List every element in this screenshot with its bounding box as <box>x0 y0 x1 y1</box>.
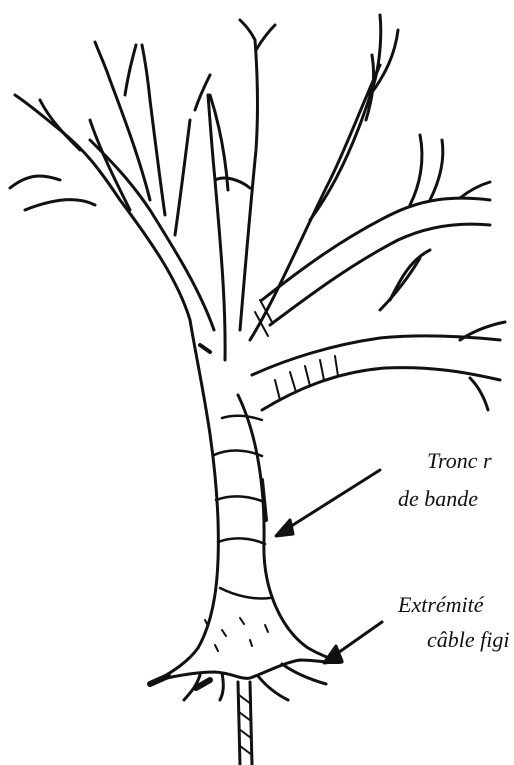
arrow-cable-head <box>324 646 342 663</box>
right-limb-bottom <box>262 368 500 410</box>
trunk-annotation-line-2: de bande <box>398 486 478 512</box>
main-branch-right <box>250 65 380 340</box>
bark-mark-3 <box>205 618 268 651</box>
right-twig-1 <box>410 135 422 205</box>
tape-band-1 <box>222 416 262 420</box>
left-twig-11 <box>175 120 190 235</box>
left-twig-4 <box>25 200 95 210</box>
left-twig-2 <box>40 100 80 150</box>
trunk-left-edge <box>158 320 218 680</box>
root-4 <box>282 664 326 684</box>
right-twig-3 <box>460 182 490 198</box>
center-twig-1 <box>240 20 255 40</box>
left-twig-3 <box>10 176 60 188</box>
tape-band-2 <box>214 451 262 456</box>
root-tip-left <box>150 676 168 684</box>
left-twig-1 <box>15 95 60 130</box>
right-twig-2 <box>430 140 443 200</box>
tape-band-5 <box>220 588 270 599</box>
arrow-trunk-line <box>285 470 380 530</box>
root-2 <box>220 673 223 700</box>
left-twig-10 <box>142 45 150 100</box>
right-twig-7 <box>470 378 488 410</box>
main-branch-center-2 <box>240 40 257 330</box>
left-twig-7 <box>95 42 110 80</box>
bark-mark-1 <box>200 345 210 352</box>
center-twig-3 <box>215 178 250 188</box>
upper-right-branch <box>310 15 381 220</box>
arrow-trunk-head <box>276 520 293 536</box>
tape-band-4 <box>218 538 265 544</box>
main-branch-left <box>60 130 190 320</box>
center-twig-2 <box>256 25 275 50</box>
cable-annotation-line-1: Extrémité <box>398 592 484 618</box>
left-twig-8 <box>125 45 136 95</box>
arrow-cable-line <box>335 622 382 655</box>
cable-annotation-line-2: câble figi <box>427 627 509 653</box>
root-3 <box>258 676 288 700</box>
trunk-annotation-line-1: Tronc r <box>427 448 492 474</box>
left-twig-9 <box>150 100 165 215</box>
tape-band-3 <box>216 496 264 502</box>
